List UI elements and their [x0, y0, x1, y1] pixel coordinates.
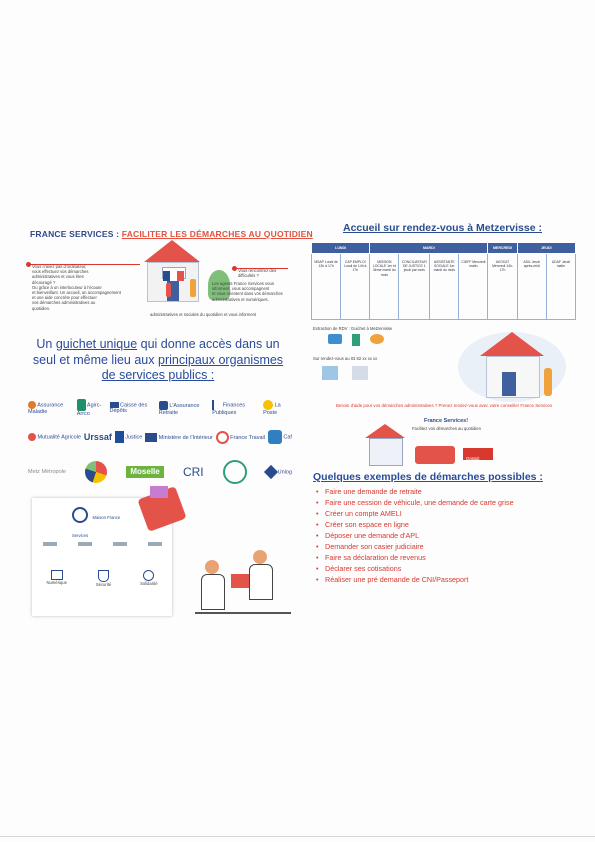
schedule-cell: CIDFF Mercredi matin	[458, 253, 489, 320]
logo-moselle: Moselle	[126, 466, 164, 478]
example-item: Réaliser une pré demande de CNI/Passepor…	[316, 574, 514, 585]
logo-icon	[370, 334, 384, 344]
mini-brand-logo: Maison France Services	[72, 506, 128, 538]
example-item: Faire sa déclaration de revenus	[316, 552, 514, 563]
schedule-cell: AVOCAT Mercredi 14h-17h	[487, 253, 518, 320]
logo-assurance-maladie: Assurance Maladie	[28, 401, 64, 415]
logo-communaute	[222, 460, 247, 484]
logo-icon	[352, 366, 368, 380]
flag-sign	[162, 267, 186, 281]
bus-icon	[415, 446, 455, 464]
bus-label: Gratuit	[466, 456, 480, 461]
mini-icon-numerique: Numérique	[46, 570, 67, 587]
example-item: Déposer une demande d'APL	[316, 530, 514, 541]
card-icon	[150, 486, 168, 498]
logo-icon	[352, 334, 360, 346]
bus-house-illustration	[365, 418, 515, 470]
schedule-cell: MSAP Lundi de 13h à 17h	[310, 253, 342, 320]
examples-title: Quelques exemples de démarches possibles…	[313, 471, 543, 483]
logo-metz-metropole: Metz Métropole	[28, 469, 66, 475]
left-panel-title: FRANCE SERVICES : FACILITER LES DÉMARCHE…	[30, 229, 313, 239]
schedule-table: LUNDI MARDI MERCREDI JEUDI MSAP Lundi de…	[310, 242, 577, 320]
rdv-red-note: Besoin d'aide pour vos démarches adminis…	[335, 403, 553, 408]
logo-unlog: Unlog	[264, 464, 292, 480]
bullet-icon	[232, 266, 237, 271]
schedule-cell: MISSION LOCALE 1er et 3ème mardi du mois	[369, 253, 400, 320]
mini-icon-securite: Sécurité	[96, 570, 111, 587]
logo-france-travail: France Travail	[215, 430, 265, 444]
schedule-cell: CAP EMPLOI Lundi de 14h à 17h	[340, 253, 371, 320]
examples-list: Faire une demande de retraite Faire une …	[316, 486, 514, 585]
logo-icon	[322, 366, 338, 380]
difficulty-text: Vous rencontrez des difficultés ?	[238, 268, 277, 279]
house-roof	[144, 240, 200, 262]
logo-cri: CRI	[182, 465, 204, 479]
help-text: administratives et sociales du quotidien…	[150, 312, 257, 317]
logo-conseil	[85, 461, 108, 483]
logo-justice: Justice	[114, 431, 142, 443]
example-item: Déclarer ses cotisations	[316, 563, 514, 574]
example-item: Créer un compte AMELI	[316, 508, 514, 519]
logo-interieur: Ministère de l'Intérieur	[145, 432, 213, 442]
note-rdv: Sur rendez-vous au 03 82 xx xx xx	[313, 356, 378, 361]
logo-urssaf: Urssaf	[83, 432, 112, 442]
france-services-label: France Services!	[424, 418, 469, 424]
note-extraction: Extraction de RDV : Guichet à Metzerviss…	[313, 326, 393, 331]
small-logos-row-2	[322, 366, 368, 380]
mini-icons: Numérique Sécurité Solidarité	[32, 570, 172, 587]
person-figure	[190, 279, 196, 297]
guichet-unique-heading: Un guichet unique qui donne accès dans u…	[32, 337, 284, 382]
page-edge-line	[0, 836, 595, 837]
example-item: Créer son espace en ligne	[316, 519, 514, 530]
agents-text: Les agents France Services vous informen…	[212, 281, 283, 302]
person-figure	[166, 283, 171, 297]
logo-msa: Mutualité Agricole	[28, 433, 81, 441]
example-item: Faire une cession de véhicule, une deman…	[316, 497, 514, 508]
logo-caisse-depots: Caisse des Dépôts	[109, 401, 148, 415]
schedule-cell: ASSISTANTE SOCIALE 1er mardi du mois	[429, 253, 460, 320]
tree-icon	[208, 270, 230, 300]
logo-assurance-retraite: L'Assurance Retraite	[158, 400, 200, 416]
red-divider	[30, 264, 140, 265]
schedule-cell: UDAF Jeudi matin	[545, 253, 577, 320]
partner-logos: Assurance Maladie Agirc-Arrco Caisse des…	[28, 396, 292, 488]
france-services-sub: Facilitez vos démarches au quotidien	[412, 426, 481, 431]
schedule-cell: ADIL Jeudi après-midi	[516, 253, 547, 320]
schedule-header-mercredi: MERCREDI	[487, 242, 518, 254]
schedule-header-jeudi: JEUDI	[516, 242, 577, 254]
mini-icon-solidarite: Solidarité	[140, 570, 158, 587]
small-logos-row	[328, 334, 384, 346]
bullet-icon	[26, 262, 31, 267]
schedule-header-lundi: LUNDI	[310, 242, 371, 254]
example-item: Demander son casier judiciaire	[316, 541, 514, 552]
logo-la-poste: La Poste	[263, 400, 292, 416]
intro-text: Vous n'avez pas d'ordinateur, vous effec…	[32, 264, 121, 311]
example-item: Faire une demande de retraite	[316, 486, 514, 497]
people-desk-illustration	[195, 550, 295, 645]
logo-agirc-arrco: Agirc-Arrco	[76, 399, 110, 417]
schedule-header-mardi: MARDI	[369, 242, 489, 254]
schedule-cell: CONCILIATEUR DE JUSTICE 1 jeudi par mois	[398, 253, 431, 320]
red-divider	[232, 268, 288, 269]
logo-finances-publiques: Finances Publiques	[212, 400, 263, 416]
house-illustration-right	[458, 326, 566, 406]
logo-caf: Caf	[267, 430, 292, 444]
logo-icon	[328, 334, 342, 344]
appointment-title: Accueil sur rendez-vous à Metzervisse :	[343, 222, 542, 234]
mini-logo-row	[32, 542, 172, 546]
